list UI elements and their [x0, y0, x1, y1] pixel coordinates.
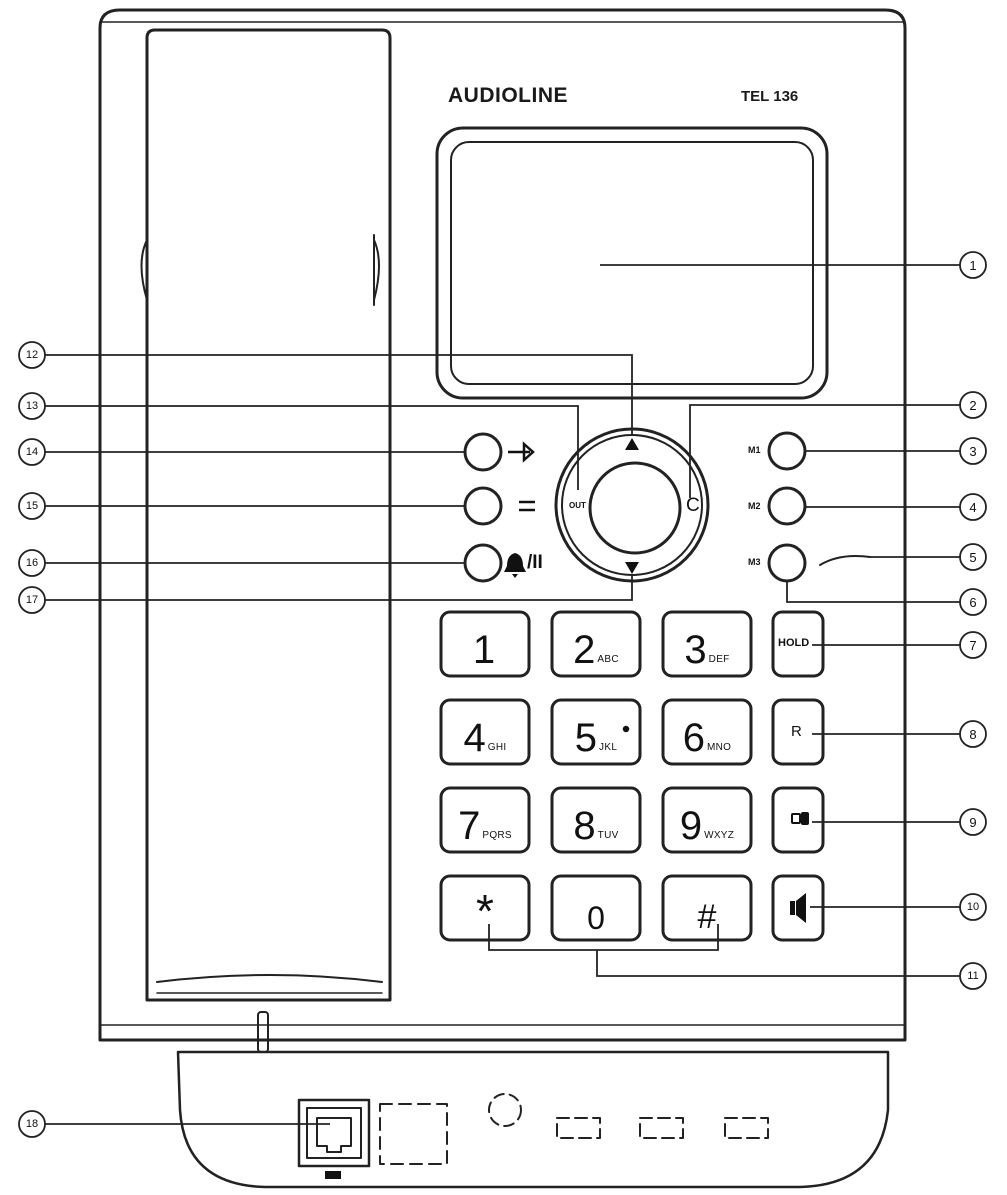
handset — [145, 28, 392, 1002]
led-indicator — [819, 555, 871, 566]
callout-circle-13 — [18, 392, 46, 420]
leader-17 — [45, 576, 633, 601]
bell-icon — [504, 553, 526, 578]
phone-jack-frame — [297, 1098, 371, 1168]
callout-circle-15 — [18, 492, 46, 520]
key-frame-star — [439, 874, 531, 942]
dashed-slot-large — [379, 1103, 448, 1165]
memory-button-2 — [767, 486, 807, 526]
speaker-icon-cone — [796, 893, 806, 923]
key-frame-6 — [661, 698, 753, 766]
callout-circle-1 — [959, 251, 987, 279]
triangle-down-icon — [625, 562, 639, 574]
callout-circle-16 — [18, 549, 46, 577]
callout-circle-4 — [959, 493, 987, 521]
key-frame-8 — [550, 786, 642, 854]
leader-12 — [45, 354, 633, 436]
leader-2 — [689, 404, 960, 498]
mute-key — [771, 786, 825, 854]
callout-circle-11 — [959, 962, 987, 990]
memory-button-1 — [767, 431, 807, 471]
key-frame-7 — [439, 786, 531, 854]
key-frame-0 — [550, 874, 642, 942]
callout-circle-7 — [959, 631, 987, 659]
leader-6 — [786, 581, 960, 603]
hold-key — [771, 610, 825, 678]
phone-jack-socket — [316, 1117, 352, 1153]
list-icon — [519, 500, 535, 512]
jack-label-glyph — [325, 1171, 341, 1179]
dashed-slot-3 — [724, 1117, 769, 1139]
key-frame-3 — [661, 610, 753, 678]
key-frame-hash — [661, 874, 753, 942]
callout-circle-17 — [18, 586, 46, 614]
callout-circle-18 — [18, 1110, 46, 1138]
speaker-icon-body — [790, 901, 795, 915]
key-frame-1 — [439, 610, 531, 678]
lcd-display-inner — [450, 141, 814, 385]
dashed-slot-2 — [639, 1117, 684, 1139]
handset-bottom-lip — [156, 974, 383, 983]
triangle-up-icon — [625, 438, 639, 450]
handset-left-bulge — [140, 239, 148, 301]
callout-circle-9 — [959, 808, 987, 836]
leader-13 — [45, 405, 579, 490]
mute-icon-fill — [801, 812, 809, 825]
base-panel — [176, 1050, 890, 1189]
dashed-hole — [488, 1093, 522, 1127]
leader-11-stem — [596, 950, 960, 977]
phonebook-button — [463, 486, 503, 526]
speaker-key — [771, 874, 825, 942]
mute-icon-body — [791, 813, 801, 824]
callout-circle-12 — [18, 341, 46, 369]
callout-circle-6 — [959, 588, 987, 616]
phone-body — [98, 8, 907, 1042]
key-5-dot — [622, 725, 630, 733]
key-frame-9 — [661, 786, 753, 854]
arrow-into-icon — [508, 441, 535, 463]
dashed-slot-1 — [556, 1117, 601, 1139]
callout-circle-2 — [959, 391, 987, 419]
key-frame-2 — [550, 610, 642, 678]
nav-center — [588, 461, 682, 555]
leader-11 — [488, 924, 719, 951]
callout-circle-8 — [959, 720, 987, 748]
callout-circle-5 — [959, 543, 987, 571]
callout-circle-10 — [959, 893, 987, 921]
ringer-pause-button — [463, 543, 503, 583]
redial-button — [463, 432, 503, 472]
handset-cord — [257, 1011, 269, 1053]
recall-key — [771, 698, 825, 766]
callout-circle-14 — [18, 438, 46, 466]
callout-circle-3 — [959, 437, 987, 465]
handset-right-bulge — [373, 239, 380, 301]
memory-button-3 — [767, 543, 807, 583]
key-frame-5 — [550, 698, 642, 766]
key-frame-4 — [439, 698, 531, 766]
